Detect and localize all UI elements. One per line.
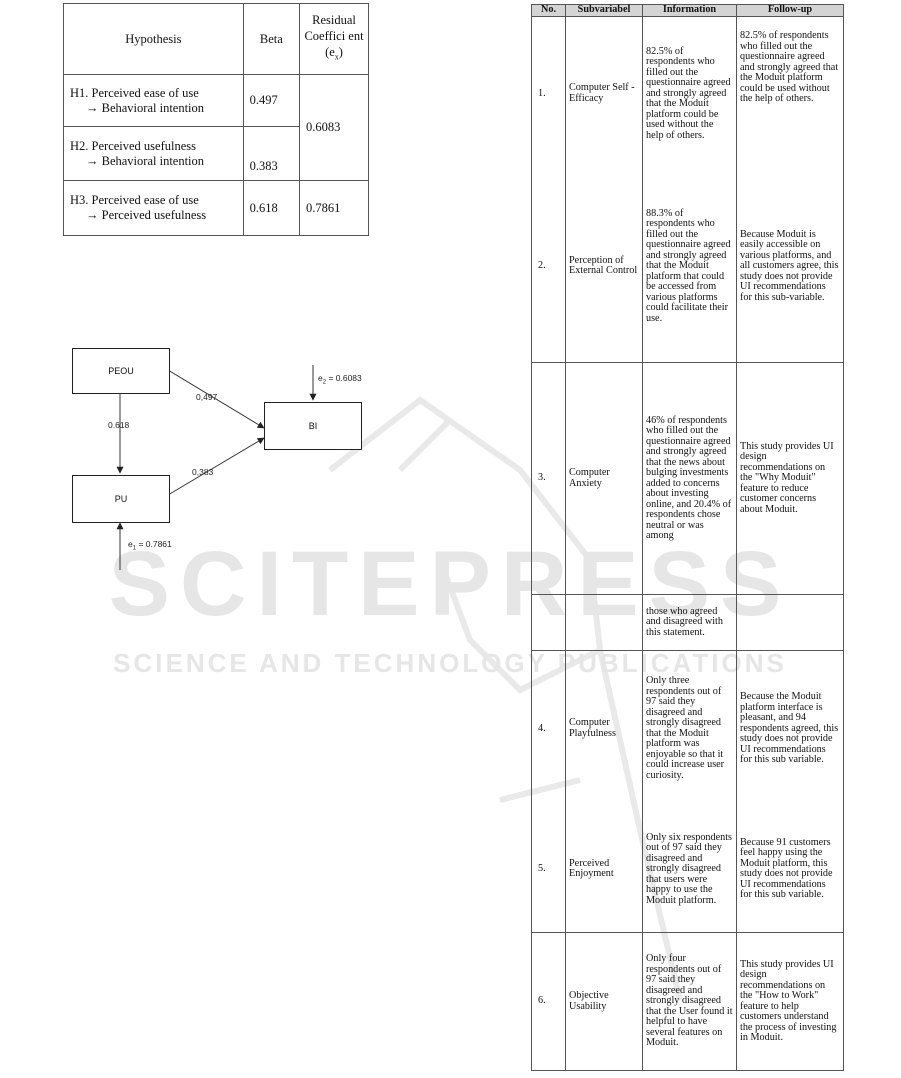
residual-h3: 0.7861 xyxy=(299,180,369,236)
beta-h1: 0.497 xyxy=(242,74,301,127)
table-row: 3. Computer Anxiety 46% of respondents w… xyxy=(531,362,844,595)
table-row: 4. Computer Playfulness Only three respo… xyxy=(531,650,844,807)
path-arrows xyxy=(116,365,317,570)
path-diagram: PEOU PU BI 0,497 0,383 0.618 e2 = 0.6083… xyxy=(60,340,400,580)
row-number: 2. xyxy=(531,170,566,363)
row-information: 46% of respondents who filled out the qu… xyxy=(642,362,737,595)
beta-header: Beta xyxy=(242,3,301,75)
follow-up-header: Follow-up xyxy=(736,4,844,17)
row-follow-up: Because 91 customers feel happy using th… xyxy=(736,806,844,933)
row-number: 6. xyxy=(531,932,566,1071)
row-number: 4. xyxy=(531,650,566,807)
row-information: Only four respondents out of 97 said the… xyxy=(642,932,737,1071)
residual-h1-h2: 0.6083 xyxy=(299,74,369,181)
residual-header: Residual Coeffici ent (ex) xyxy=(299,3,369,75)
row-subvariable: Perceived Enjoyment xyxy=(565,806,643,933)
hypothesis-row-h2: H2. Perceived usefulness → Behavioral in… xyxy=(63,126,244,181)
table-row: 1. Computer Self - Efficacy 82.5% of res… xyxy=(531,16,844,171)
no-header: No. xyxy=(531,4,566,17)
row-follow-up: 82.5% of respondents who filled out the … xyxy=(736,16,844,171)
table-row: 2. Perception of External Control 88.3% … xyxy=(531,170,844,363)
row-follow-up: This study provides UI design recommenda… xyxy=(736,932,844,1071)
row-follow-up: This study provides UI design recommenda… xyxy=(736,362,844,595)
information-header: Information xyxy=(642,4,737,17)
row-information: 82.5% of respondents who filled out the … xyxy=(642,16,737,171)
arrow-pu-bi xyxy=(167,437,265,496)
row-subvariable: Objective Usability xyxy=(565,932,643,1071)
node-bi: BI xyxy=(264,402,362,450)
row-follow-up: Because the Moduit platform interface is… xyxy=(736,650,844,807)
error-label-e1: e1 = 0.7861 xyxy=(128,539,172,552)
hypothesis-header: Hypothesis xyxy=(63,3,244,75)
table-row: 5. Perceived Enjoyment Only six responde… xyxy=(531,806,844,933)
beta-h3: 0.618 xyxy=(242,180,301,236)
row-information-continued: those who agreed and disagreed with this… xyxy=(642,594,737,651)
row-subvariable: Computer Self - Efficacy xyxy=(565,16,643,171)
row-information: Only six respondents out of 97 said they… xyxy=(642,806,737,933)
row-information: 88.3% of respondents who filled out the … xyxy=(642,170,737,363)
row-follow-up: Because Moduit is easily accessible on v… xyxy=(736,170,844,363)
arrow-peou-bi xyxy=(167,369,265,429)
hypothesis-row-h3: H3. Perceived ease of use → Perceived us… xyxy=(63,180,244,236)
row-number: 1. xyxy=(531,16,566,171)
row-subvariable: Computer Anxiety xyxy=(565,362,643,595)
hypothesis-row-h1: H1. Perceived ease of use → Behavioral i… xyxy=(63,74,244,127)
error-label-e2: e2 = 0.6083 xyxy=(318,373,362,386)
node-peou: PEOU xyxy=(72,348,170,394)
row-subvariable: Computer Playfulness xyxy=(565,650,643,807)
node-pu: PU xyxy=(72,475,170,523)
path-label-peou-bi: 0,497 xyxy=(196,392,218,402)
row-number: 5. xyxy=(531,806,566,933)
subvariable-table: No. Subvariabel Information Follow-up 1.… xyxy=(531,4,844,1071)
subvariable-header: Subvariabel xyxy=(565,4,643,17)
hypothesis-table: Hypothesis Beta Residual Coeffici ent (e… xyxy=(63,3,369,236)
row-information: Only three respondents out of 97 said th… xyxy=(642,650,737,807)
row-subvariable: Perception of External Control xyxy=(565,170,643,363)
path-label-peou-pu: 0.618 xyxy=(108,420,130,430)
path-label-pu-bi: 0,383 xyxy=(192,467,214,477)
beta-h2: 0.383 xyxy=(242,126,301,181)
row-number: 3. xyxy=(531,362,566,595)
table-row-continued: those who agreed and disagreed with this… xyxy=(531,594,844,651)
table-row: 6. Objective Usability Only four respond… xyxy=(531,932,844,1071)
